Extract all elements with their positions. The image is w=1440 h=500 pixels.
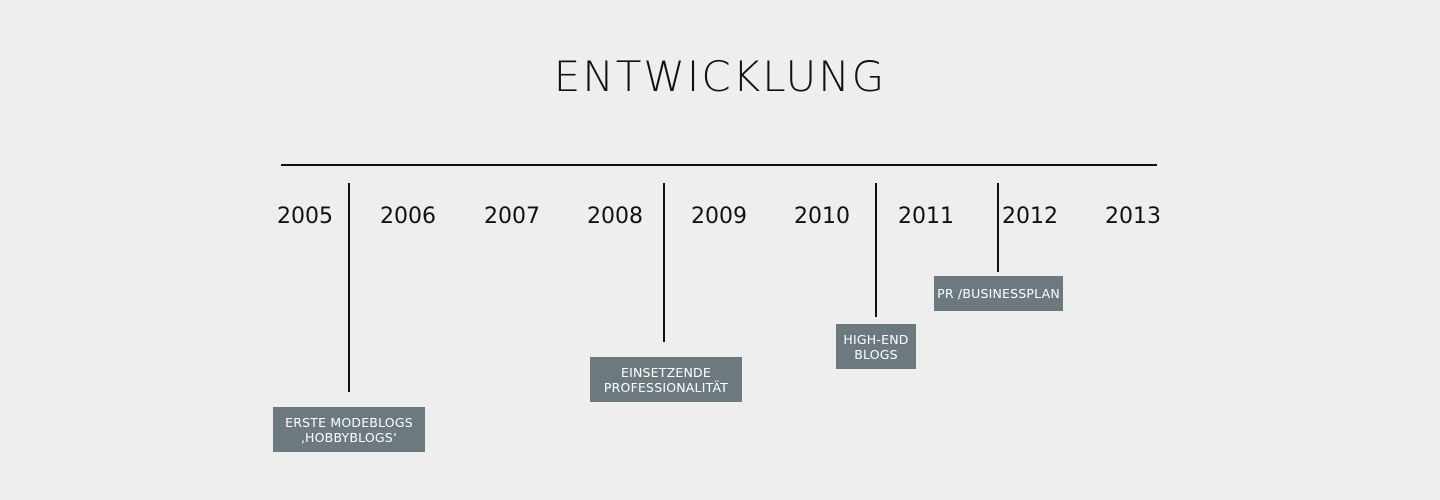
- event-text: PR /BUSINESSPLAN: [937, 286, 1060, 301]
- event-stem: [875, 183, 877, 317]
- year-label: 2008: [587, 204, 643, 229]
- year-label: 2012: [1002, 204, 1058, 229]
- event-box: EINSETZENDE PROFESSIONALITÄT: [590, 357, 742, 402]
- timeline-axis: [281, 164, 1157, 166]
- year-label: 2010: [794, 204, 850, 229]
- event-text: ‚HOBBYBLOGS‘: [300, 429, 398, 445]
- event-text: EINSETZENDE: [621, 364, 711, 380]
- event-text: PROFESSIONALITÄT: [603, 379, 729, 395]
- event-stem: [663, 183, 665, 342]
- year-label: 2013: [1105, 204, 1161, 229]
- year-label: 2005: [277, 204, 333, 229]
- event-box: PR /BUSINESSPLAN: [934, 276, 1063, 311]
- event-text: HIGH-END: [843, 331, 909, 347]
- year-label: 2006: [380, 204, 436, 229]
- event-text: BLOGS: [854, 346, 898, 362]
- event-stem: [997, 183, 999, 272]
- event-text: ERSTE MODEBLOGS: [285, 414, 413, 430]
- year-label: 2009: [691, 204, 747, 229]
- event-box: ERSTE MODEBLOGS ‚HOBBYBLOGS‘: [273, 407, 425, 452]
- event-stem: [348, 183, 350, 392]
- year-label: 2011: [898, 204, 954, 229]
- year-label: 2007: [484, 204, 540, 229]
- diagram-title: ENTWICKLUNG: [553, 52, 887, 101]
- event-box: HIGH-END BLOGS: [836, 324, 916, 369]
